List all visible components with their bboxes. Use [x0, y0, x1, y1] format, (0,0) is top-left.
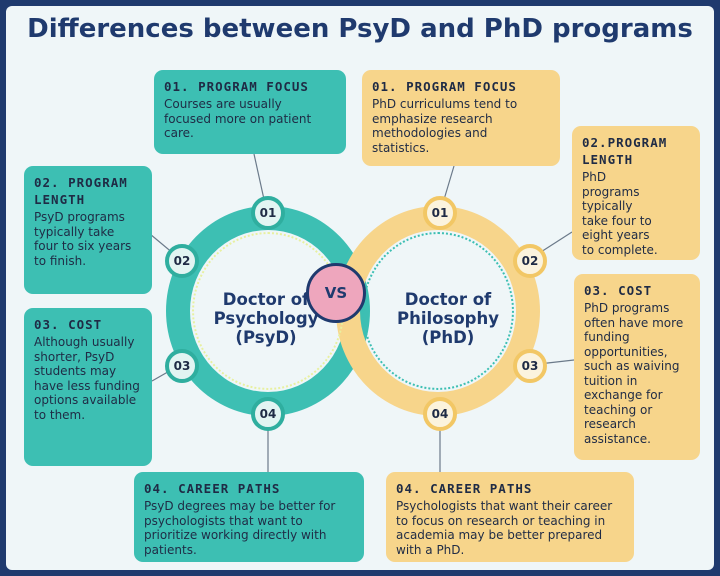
phd-inner-dotted-ring — [362, 232, 514, 390]
psyd-card-cost: 03. COST Although usually shorter, PsyD … — [24, 308, 152, 466]
psyd-card-career-paths: 04. CAREER PATHS PsyD degrees may be bet… — [134, 472, 364, 562]
phd-badge-03: 03 — [513, 349, 547, 383]
card-heading: 01. PROGRAM FOCUS — [372, 79, 517, 94]
vs-badge: VS — [306, 263, 366, 323]
phd-badge-01: 01 — [423, 196, 457, 230]
phd-center-label: Doctor of Philosophy (PhD) — [397, 290, 499, 347]
psyd-badge-01: 01 — [251, 196, 285, 230]
card-body: Although usually shorter, PsyD students … — [34, 335, 140, 422]
card-body: PsyD programs typically take four to six… — [34, 210, 132, 268]
psyd-badge-04: 04 — [251, 397, 285, 431]
phd-card-program-focus: 01. PROGRAM FOCUS PhD curriculums tend t… — [362, 70, 560, 166]
card-body: Courses are usually focused more on pati… — [164, 97, 312, 140]
card-body: PhD curriculums tend to emphasize resear… — [372, 97, 518, 155]
card-body: PsyD degrees may be better for psycholog… — [144, 499, 336, 557]
card-heading: 04. CAREER PATHS — [144, 481, 281, 496]
psyd-center-label: Doctor of Psychology (PsyD) — [213, 290, 319, 347]
card-heading: 04. CAREER PATHS — [396, 481, 533, 496]
phd-card-cost: 03. COST PhD programs often have more fu… — [574, 274, 700, 460]
psyd-badge-03: 03 — [165, 349, 199, 383]
infographic: Differences between PsyD and PhD program… — [6, 6, 714, 570]
phd-card-program-length: 02.PROGRAM LENGTH PhD programs typically… — [572, 126, 700, 260]
psyd-badge-02: 02 — [165, 244, 199, 278]
phd-badge-04: 04 — [423, 397, 457, 431]
psyd-card-program-focus: 01. PROGRAM FOCUS Courses are usually fo… — [154, 70, 346, 154]
card-body: Psychologists that want their career to … — [396, 499, 613, 557]
phd-card-career-paths: 04. CAREER PATHS Psychologists that want… — [386, 472, 634, 562]
page-title: Differences between PsyD and PhD program… — [27, 14, 693, 44]
phd-badge-02: 02 — [513, 244, 547, 278]
card-body: PhD programs typically take four to eigh… — [582, 170, 658, 257]
psyd-card-program-length: 02. PROGRAM LENGTH PsyD programs typical… — [24, 166, 152, 294]
card-heading: 01. PROGRAM FOCUS — [164, 79, 309, 94]
card-heading: 02.PROGRAM LENGTH — [582, 135, 668, 167]
card-body: PhD programs often have more funding opp… — [584, 301, 684, 446]
card-heading: 02. PROGRAM LENGTH — [34, 175, 128, 207]
card-heading: 03. COST — [34, 317, 103, 332]
card-heading: 03. COST — [584, 283, 653, 298]
